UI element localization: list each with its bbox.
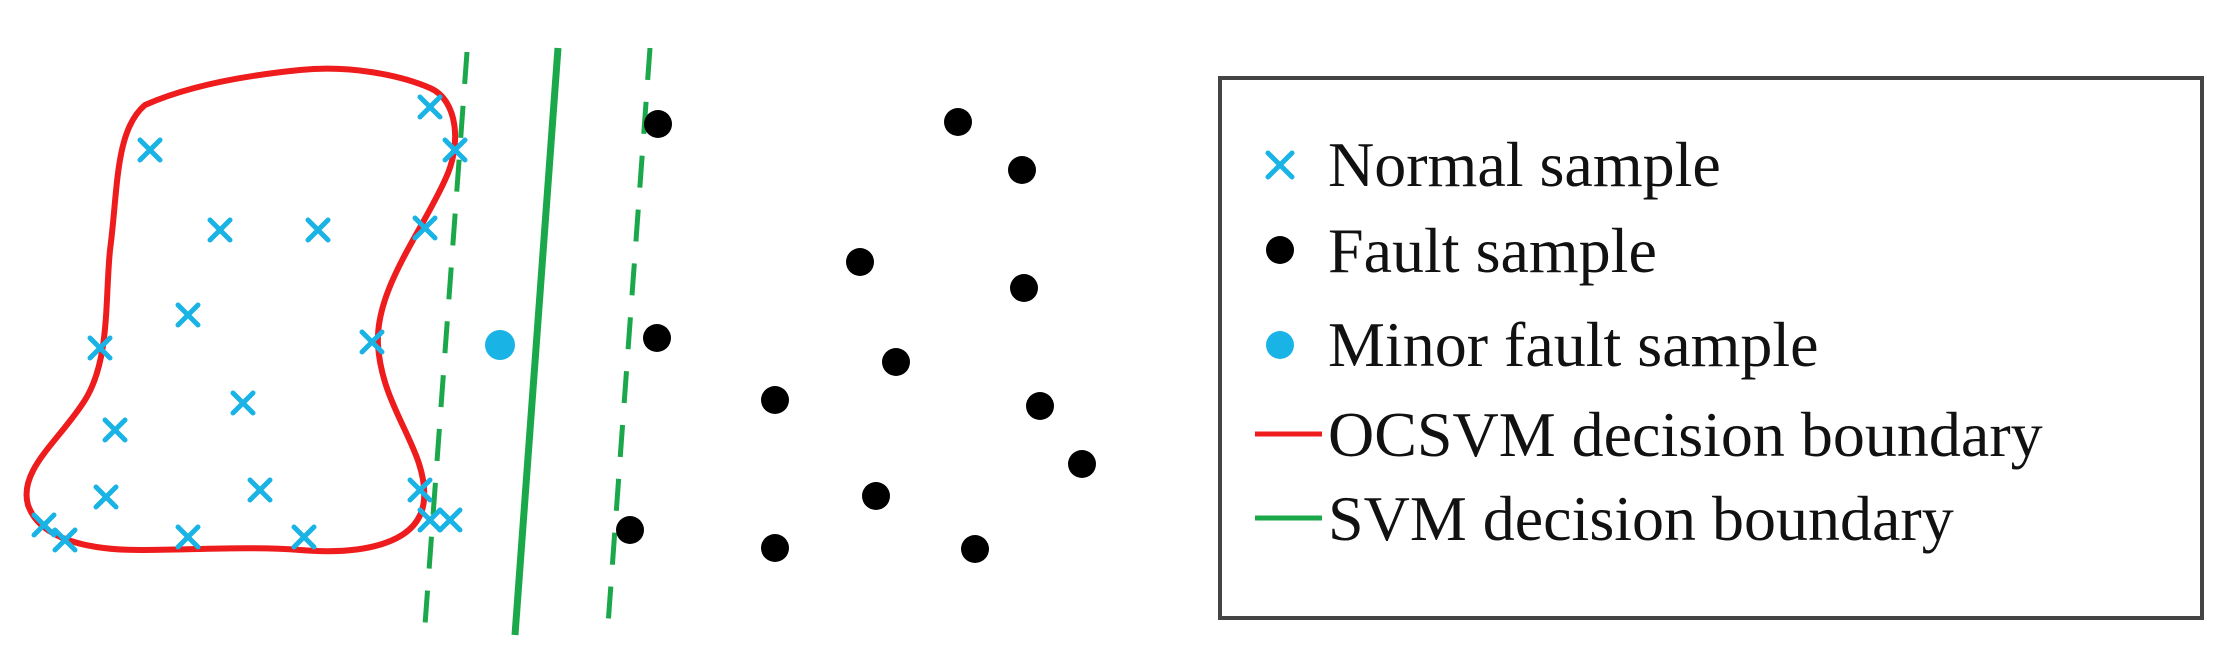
- normal-sample: [93, 484, 119, 510]
- normal-sample: [417, 94, 443, 120]
- legend-minor-fault-sample-icon: [1266, 331, 1294, 359]
- legend-ocsvm-boundary-label: OCSVM decision boundary: [1328, 399, 2043, 470]
- normal-sample: [407, 477, 433, 503]
- normal-sample: [359, 329, 385, 355]
- fault-sample: [1068, 450, 1096, 478]
- normal-samples: [31, 94, 468, 553]
- fault-sample: [644, 110, 672, 138]
- legend: Normal sample Fault sample Minor fault s…: [1218, 76, 2204, 620]
- normal-sample: [52, 527, 78, 553]
- normal-sample: [412, 215, 438, 241]
- legend-normal-sample-icon: [1265, 150, 1295, 180]
- fault-sample: [616, 516, 644, 544]
- normal-sample: [207, 217, 233, 243]
- fault-sample: [1010, 274, 1038, 302]
- legend-normal-sample-label: Normal sample: [1328, 129, 1721, 200]
- fault-sample: [761, 386, 789, 414]
- legend-frame: [1218, 76, 2204, 620]
- normal-sample: [137, 137, 163, 163]
- svm-margin-left: [422, 51, 470, 626]
- normal-sample: [417, 507, 443, 533]
- legend-svm-boundary-label: SVM decision boundary: [1328, 483, 1954, 554]
- normal-sample: [87, 335, 113, 361]
- fault-sample: [643, 324, 671, 352]
- fault-sample: [961, 535, 989, 563]
- svm-margin-right: [605, 47, 653, 626]
- normal-sample: [247, 477, 273, 503]
- normal-sample: [175, 302, 201, 328]
- svm-decision-boundary: [511, 47, 562, 636]
- fault-sample: [761, 534, 789, 562]
- normal-sample: [442, 137, 468, 163]
- normal-sample: [102, 417, 128, 443]
- normal-sample: [305, 217, 331, 243]
- normal-sample: [291, 524, 317, 550]
- fault-samples: [616, 108, 1096, 563]
- fault-sample: [862, 482, 890, 510]
- normal-sample: [175, 524, 201, 550]
- legend-minor-fault-sample-label: Minor fault sample: [1328, 309, 1819, 380]
- fault-sample: [944, 108, 972, 136]
- fault-sample: [846, 248, 874, 276]
- normal-sample: [31, 512, 57, 538]
- normal-sample: [230, 390, 256, 416]
- normal-sample: [437, 507, 463, 533]
- legend-fault-sample-icon: [1266, 236, 1294, 264]
- minor-fault-sample: [485, 330, 515, 360]
- fault-sample: [1008, 156, 1036, 184]
- fault-sample: [882, 348, 910, 376]
- legend-fault-sample-label: Fault sample: [1328, 215, 1657, 286]
- fault-sample: [1026, 392, 1054, 420]
- ocsvm-decision-boundary: [23, 65, 459, 555]
